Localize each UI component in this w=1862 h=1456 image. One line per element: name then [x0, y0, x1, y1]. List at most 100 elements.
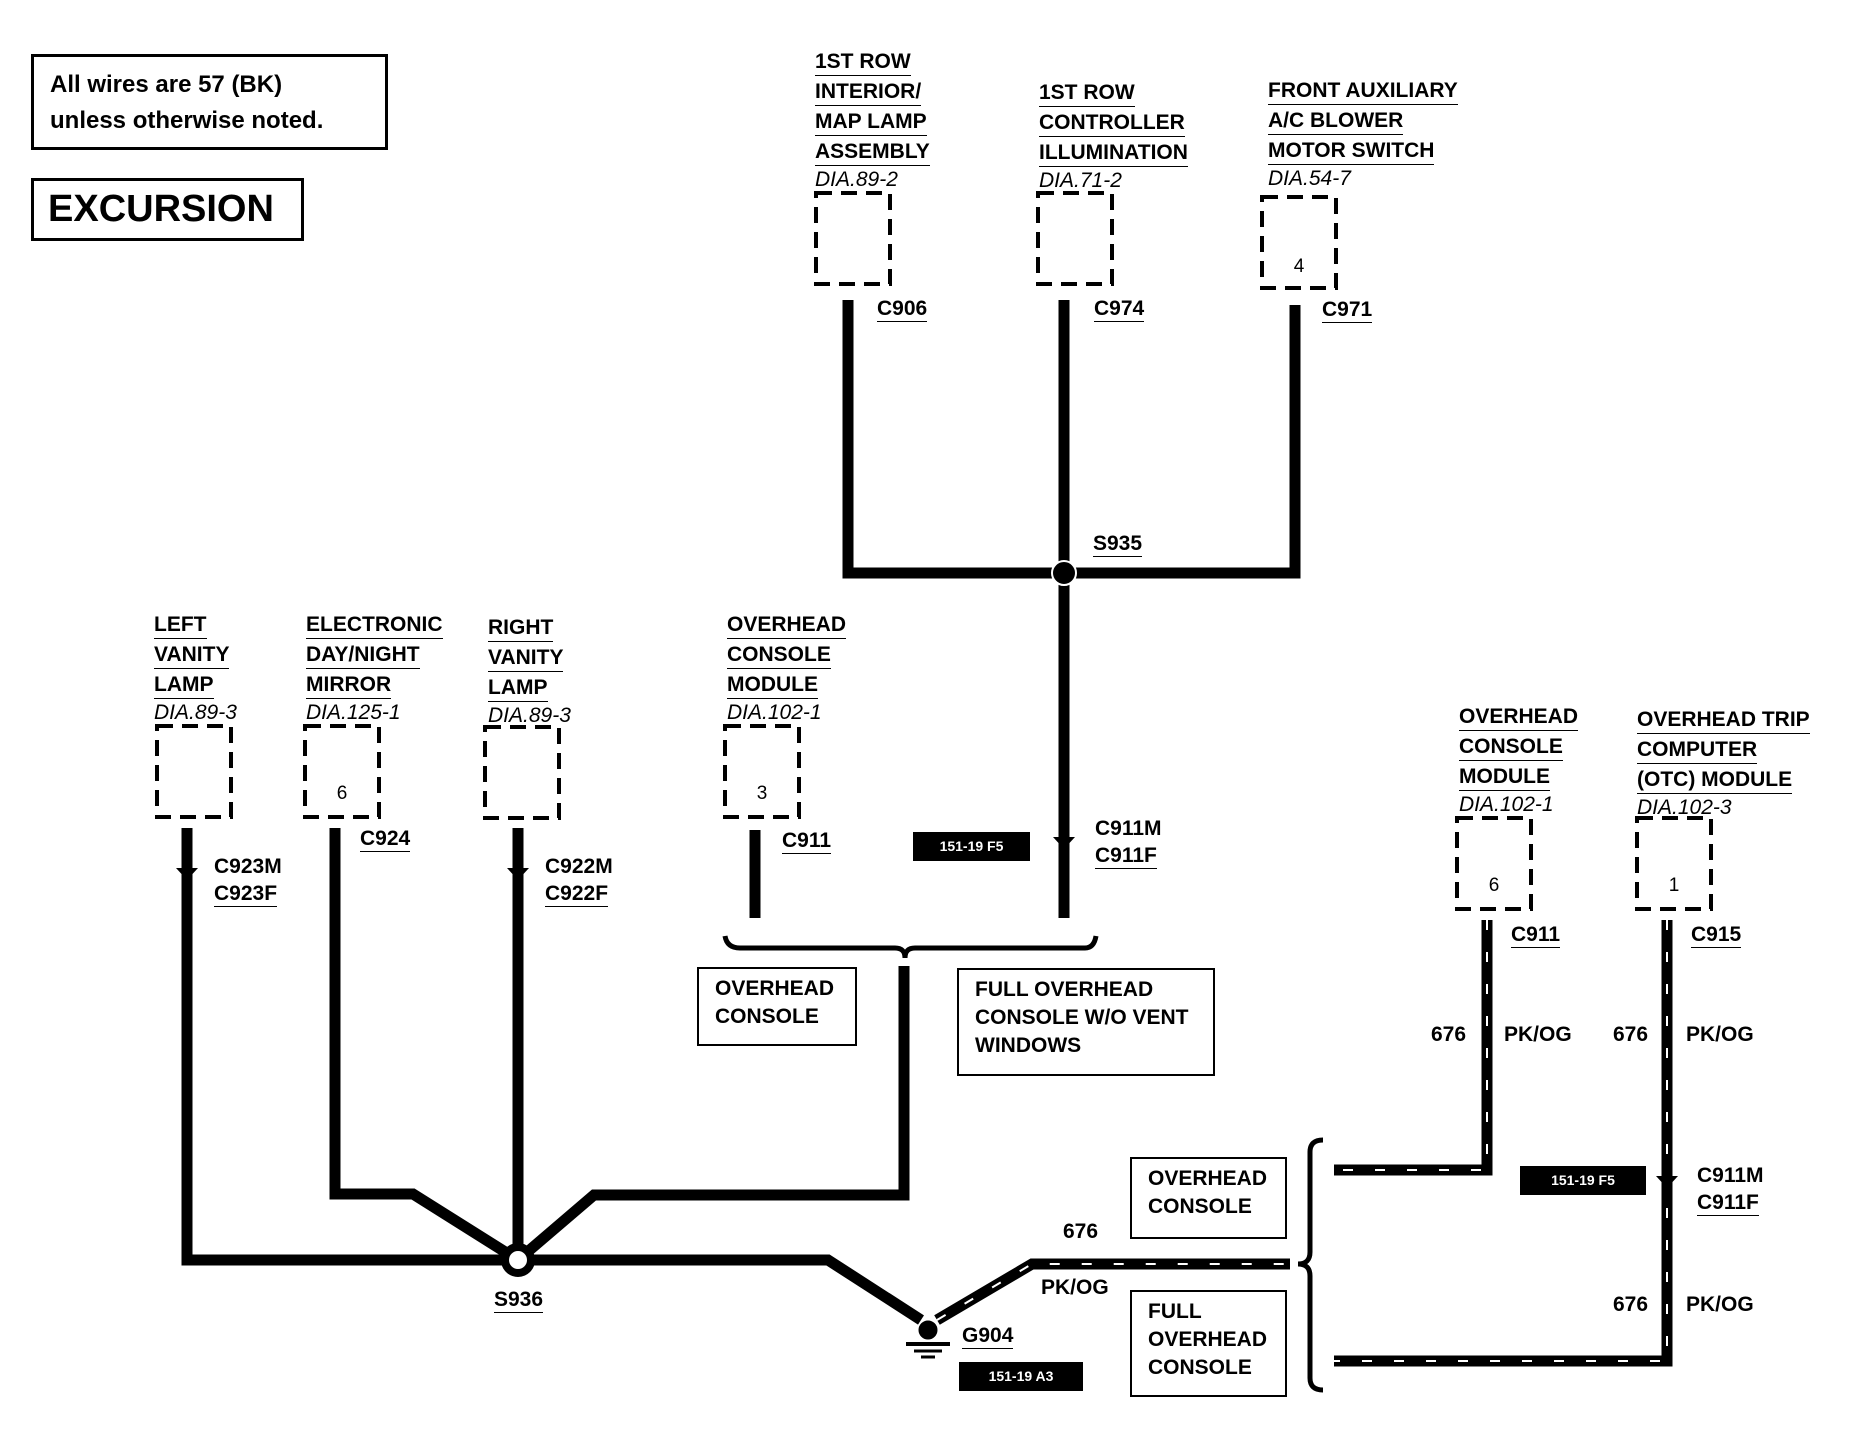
left-vanity-dia: DIA.89-3 — [154, 701, 237, 724]
option-full-overhead-right-line-2: OVERHEAD — [1148, 1328, 1268, 1351]
inline-connector-upper-m: C911M — [1095, 817, 1162, 840]
connector-c911-left: C911 — [782, 829, 832, 854]
connector-c922f: C922F — [545, 882, 609, 907]
wire-color-c915: PK/OG — [1686, 1023, 1754, 1046]
note-line-2: unless otherwise noted. — [50, 107, 324, 134]
left-vanity-outline — [155, 724, 233, 819]
bracket-right — [1297, 1137, 1324, 1393]
inline-connector-right-f: C911F — [1697, 1191, 1759, 1216]
right-inline-conn-m — [1656, 1176, 1678, 1188]
right-vanity-line-3: LAMP — [488, 676, 548, 702]
overhead-console-1-line-1: OVERHEAD — [727, 613, 847, 639]
right-vanity-outline — [483, 725, 561, 820]
left-vanity-label: LEFT VANITY LAMP DIA.89-3 — [154, 611, 237, 725]
bracket-top — [722, 935, 1099, 959]
splice-s935-label: S935 — [1093, 532, 1143, 557]
otc-module-line-1: OVERHEAD TRIP — [1637, 708, 1810, 734]
overhead-console-1-label: OVERHEAD CONSOLE MODULE DIA.102-1 — [727, 611, 847, 725]
option-full-overhead-no-vent-line-2: CONSOLE W/O VENT — [975, 1006, 1189, 1029]
overhead-console-2-line-1: OVERHEAD — [1459, 705, 1579, 731]
connector-c923m: C923M — [214, 855, 282, 878]
inline-connector-right: C911M C911F — [1697, 1162, 1764, 1216]
option-full-overhead-no-vent-line-3: WINDOWS — [975, 1034, 1082, 1057]
otc-module-dia: DIA.102-3 — [1637, 796, 1732, 819]
wire-color-c911: PK/OG — [1504, 1023, 1572, 1046]
upper-inline-conn-m — [1053, 837, 1075, 849]
splice-s936-label: S936 — [494, 1288, 544, 1313]
mirror-dia: DIA.125-1 — [306, 701, 401, 724]
wire-676-c915 — [1334, 920, 1673, 1367]
connector-c906: C906 — [877, 297, 928, 322]
aux-blower-outline — [1260, 195, 1338, 290]
option-full-overhead-right-line-1: FULL — [1148, 1300, 1202, 1323]
overhead-console-1-outline — [723, 724, 801, 819]
right-vanity-line-1: RIGHT — [488, 616, 554, 642]
overhead-console-1-line-3: MODULE — [727, 673, 818, 699]
mirror-line-2: DAY/NIGHT — [306, 643, 420, 669]
left-vanity-line-3: LAMP — [154, 673, 214, 699]
otc-module-line-3: (OTC) MODULE — [1637, 768, 1793, 794]
wire-overhead-branch — [514, 966, 910, 1265]
mirror-pin: 6 — [336, 783, 348, 804]
map-lamp-line-1: 1ST ROW — [815, 50, 911, 76]
mirror-label: ELECTRONIC DAY/NIGHT MIRROR DIA.125-1 — [306, 611, 443, 725]
overhead-console-2-label: OVERHEAD CONSOLE MODULE DIA.102-1 — [1459, 703, 1579, 817]
otc-module-pin: 1 — [1668, 875, 1680, 896]
connector-c923f: C923F — [214, 882, 278, 907]
map-lamp-line-4: ASSEMBLY — [815, 140, 930, 166]
option-overhead-console-right-line-2: CONSOLE — [1148, 1195, 1252, 1218]
overhead-console-1-line-2: CONSOLE — [727, 643, 831, 669]
splice-s936-dot — [501, 1243, 535, 1277]
controller-illum-line-2: CONTROLLER — [1039, 111, 1185, 137]
overhead-console-1-pin: 3 — [756, 783, 768, 804]
option-overhead-console-left-line-1: OVERHEAD — [715, 977, 835, 1000]
connector-c923: C923M C923F — [214, 853, 282, 907]
inline-connector-right-m: C911M — [1697, 1164, 1764, 1187]
note-box: All wires are 57 (BK) unless otherwise n… — [31, 54, 388, 150]
wire-color-ground: PK/OG — [1041, 1276, 1109, 1299]
ground-g904-label: G904 — [962, 1324, 1014, 1349]
overhead-console-2-line-2: CONSOLE — [1459, 735, 1563, 761]
ground-symbol — [906, 1320, 950, 1359]
inline-connector-upper: C911M C911F — [1095, 815, 1162, 869]
wire-mirror — [329, 828, 521, 1265]
wire-left-vanity — [181, 828, 518, 1266]
otc-module-line-2: COMPUTER — [1637, 738, 1758, 764]
overhead-console-2-dia: DIA.102-1 — [1459, 793, 1554, 816]
mirror-line-1: ELECTRONIC — [306, 613, 443, 639]
left-vanity-line-1: LEFT — [154, 613, 207, 639]
connector-c974: C974 — [1094, 297, 1145, 322]
mirror-outline — [303, 724, 381, 819]
overhead-console-2-pin: 6 — [1488, 875, 1500, 896]
right-vanity-line-2: VANITY — [488, 646, 564, 672]
connector-c971: C971 — [1322, 298, 1373, 323]
inline-connector-upper-f: C911F — [1095, 844, 1157, 869]
otc-module-outline — [1635, 816, 1713, 911]
map-lamp-dia: DIA.89-2 — [815, 168, 898, 191]
controller-illum-dia: DIA.71-2 — [1039, 169, 1122, 192]
stripe-676-ground — [936, 1263, 1290, 1321]
option-full-overhead-right: FULL OVERHEAD CONSOLE — [1130, 1290, 1287, 1397]
wire-circuit-c915-lower: 676 — [1613, 1293, 1649, 1316]
overhead-console-2-line-3: MODULE — [1459, 765, 1550, 791]
map-lamp-label: 1ST ROW INTERIOR/ MAP LAMP ASSEMBLY DIA.… — [815, 48, 930, 192]
aux-blower-line-1: FRONT AUXILIARY — [1268, 79, 1458, 105]
aux-blower-line-3: MOTOR SWITCH — [1268, 139, 1435, 165]
option-overhead-console-right: OVERHEAD CONSOLE — [1130, 1157, 1287, 1239]
wire-c906 — [842, 300, 1301, 579]
option-overhead-console-left-line-2: CONSOLE — [715, 1005, 819, 1028]
connector-c922m: C922M — [545, 855, 613, 878]
aux-blower-pin: 4 — [1293, 256, 1305, 277]
controller-illum-line-3: ILLUMINATION — [1039, 141, 1188, 167]
controller-illum-label: 1ST ROW CONTROLLER ILLUMINATION DIA.71-2 — [1039, 79, 1188, 193]
aux-blower-line-2: A/C BLOWER — [1268, 109, 1404, 135]
map-lamp-line-3: MAP LAMP — [815, 110, 927, 136]
option-full-overhead-right-line-3: CONSOLE — [1148, 1356, 1252, 1379]
connector-c922: C922M C922F — [545, 853, 613, 907]
controller-illum-outline — [1036, 191, 1114, 286]
left-vanity-conn-m — [176, 868, 198, 880]
connector-c924: C924 — [360, 827, 411, 852]
right-vanity-conn-m — [507, 868, 529, 880]
